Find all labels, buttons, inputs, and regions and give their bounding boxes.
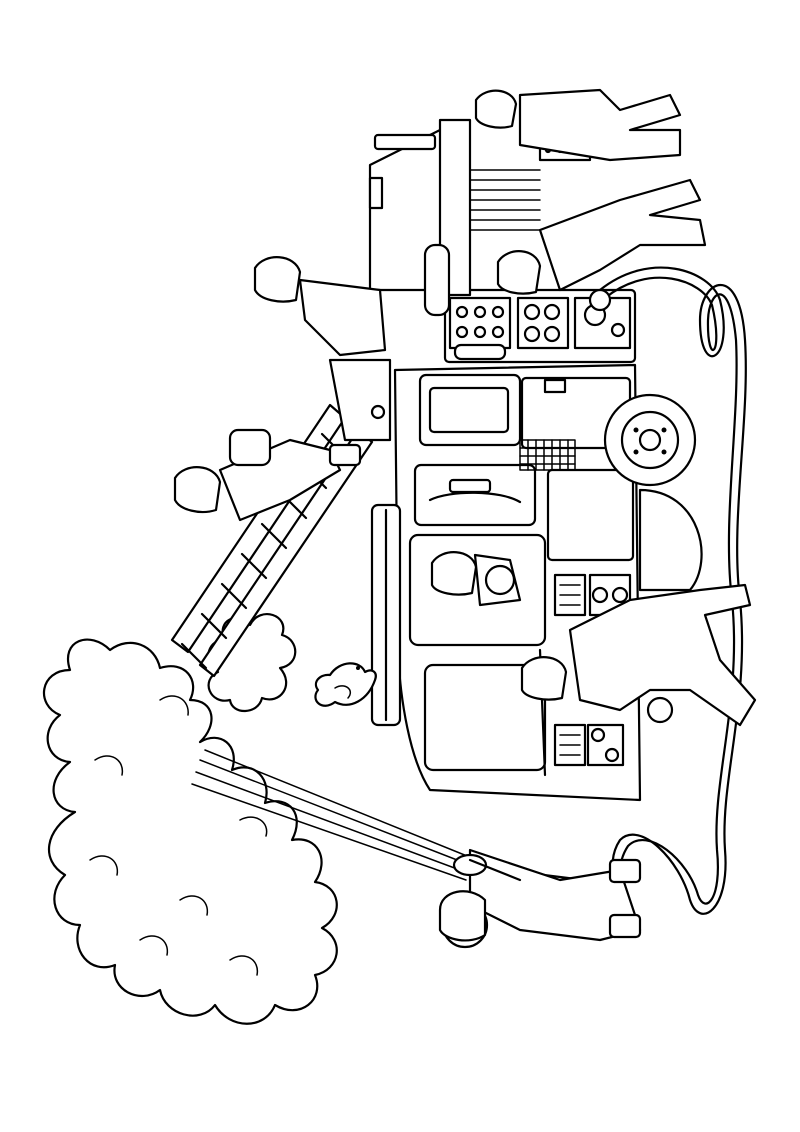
firefighter-top — [474, 88, 682, 162]
firefighter-climbing-cab — [520, 583, 757, 727]
water-spray — [191, 749, 473, 881]
firefighter-at-pump-panel — [496, 178, 707, 312]
firefighter-on-ladder — [173, 428, 362, 522]
firefighter-at-rear — [253, 256, 387, 357]
firefighter-with-hose — [438, 848, 642, 949]
bird — [314, 662, 377, 707]
firefighter-driving — [430, 551, 522, 607]
wheel-front — [603, 393, 697, 487]
